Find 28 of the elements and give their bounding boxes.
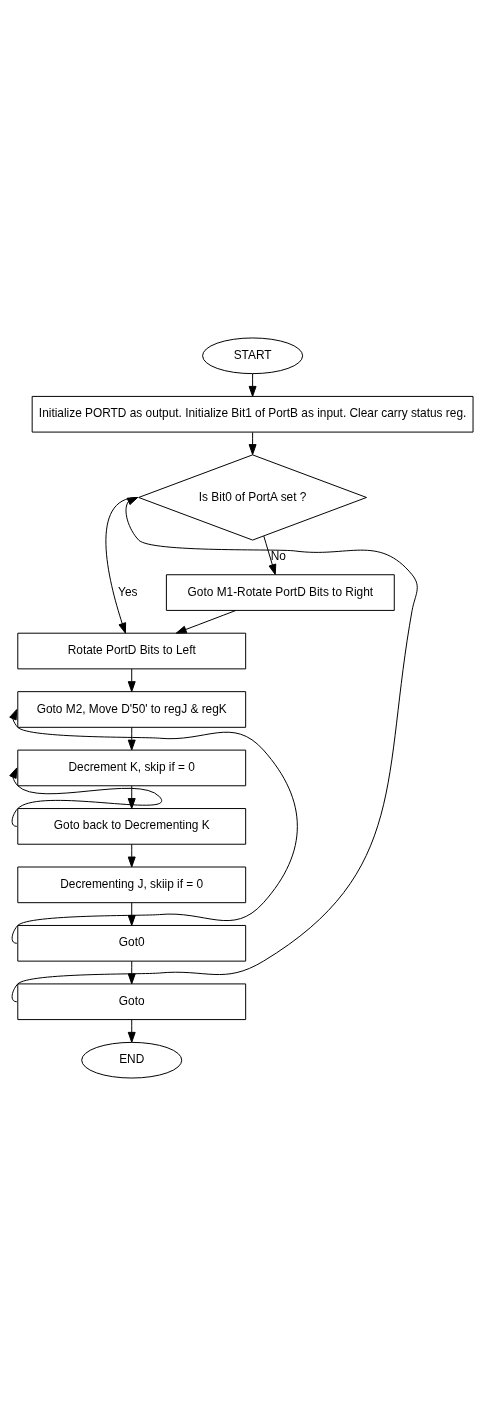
node-box: Goto back to Decrementing K <box>17 808 247 845</box>
arrow <box>11 496 418 1003</box>
arrow <box>9 709 298 944</box>
arrow <box>263 535 277 575</box>
node-box: Decrement K, skip if = 0 <box>17 749 247 787</box>
node-box: Goto <box>17 983 247 1021</box>
node-ellipse: END <box>81 1041 183 1079</box>
node-diamond: Is Bit0 of PortA set ? <box>138 454 368 541</box>
node-box: Goto M2, Move D'50' to regJ & regK <box>17 691 247 728</box>
arrow <box>127 726 136 751</box>
arrow <box>105 496 139 634</box>
arrow <box>127 843 136 868</box>
arrow <box>127 1019 136 1043</box>
node-ellipse: START <box>202 337 304 375</box>
node-box: Goto M1-Rotate PortD Bits to Right <box>165 574 395 611</box>
node-box: Got0 <box>17 924 247 962</box>
arrow <box>127 668 136 693</box>
arrow <box>9 767 163 827</box>
arrow <box>248 431 257 456</box>
edge-label: No <box>270 549 286 564</box>
arrow <box>127 902 136 926</box>
node-box: Rotate PortD Bits to Left <box>17 632 247 670</box>
arrow <box>127 785 136 809</box>
node-box: Initialize PORTD as output. Initialize Bit1 of PortB as input. Clear carry status reg. <box>31 395 474 433</box>
node-box: Decrementing J, skiip if = 0 <box>17 866 247 904</box>
edge-label: Yes <box>118 584 138 599</box>
arrow <box>248 373 257 397</box>
arrow <box>127 960 136 985</box>
